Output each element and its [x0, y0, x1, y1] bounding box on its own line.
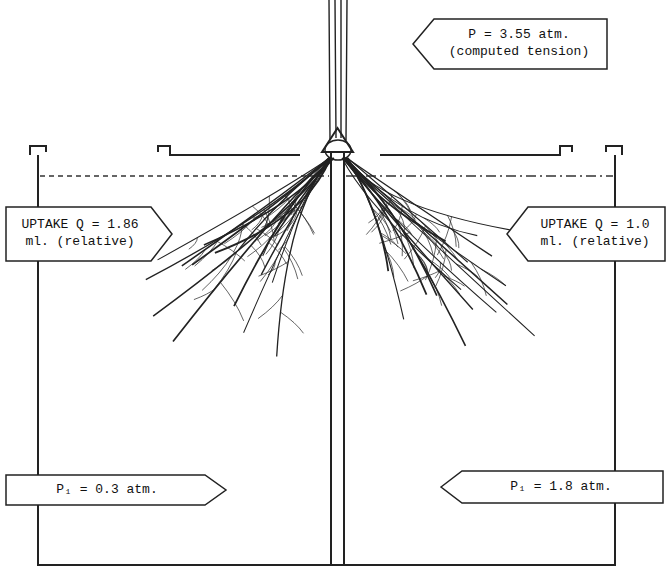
root — [277, 158, 332, 356]
root — [202, 256, 232, 291]
root — [259, 262, 289, 277]
root — [158, 158, 330, 260]
roots — [146, 158, 535, 356]
root — [269, 228, 287, 239]
root — [400, 276, 427, 291]
root — [404, 226, 425, 260]
root — [347, 158, 467, 262]
root — [431, 230, 458, 260]
root — [153, 158, 333, 316]
rim-hook — [30, 146, 46, 155]
root — [189, 238, 198, 250]
callout-label: UPTAKE Q = 1.86 ml. (relative) — [13, 217, 147, 251]
root — [381, 233, 399, 247]
divider — [331, 150, 344, 565]
water-level — [40, 175, 329, 177]
callout-arrow-box: P = 3.55 atm.(computed tension) — [412, 18, 608, 70]
stem — [325, 0, 351, 160]
root — [264, 210, 274, 242]
callout-text: P₁ = 0.3 atm. — [5, 474, 227, 506]
callout-shape — [6, 475, 226, 505]
root — [216, 241, 245, 262]
callout-arrow-box: UPTAKE Q = 1.86 ml. (relative) — [5, 206, 173, 262]
root — [269, 243, 287, 265]
lid-left — [158, 146, 300, 155]
callout-text: UPTAKE Q = 1.0 ml. (relative) — [506, 206, 666, 262]
callout-label: P₁ = 1.8 atm. — [466, 479, 656, 496]
root — [344, 158, 535, 336]
root — [393, 206, 402, 231]
rim-hook — [606, 146, 622, 155]
root — [285, 247, 302, 276]
root — [371, 213, 384, 233]
root — [195, 240, 219, 266]
root — [396, 192, 413, 219]
callout-label: (computed tension) — [438, 44, 600, 61]
root — [260, 208, 288, 230]
root — [342, 158, 426, 295]
root — [343, 158, 496, 312]
root — [437, 217, 451, 255]
root — [343, 158, 507, 304]
root — [278, 233, 290, 250]
callout-text: P₁ = 1.8 atm. — [440, 470, 664, 504]
root — [258, 295, 283, 318]
root — [268, 262, 275, 275]
root — [346, 158, 477, 236]
root — [182, 158, 329, 266]
callout-shape — [441, 471, 663, 503]
callout-shape — [507, 207, 665, 261]
root — [428, 259, 450, 278]
root — [443, 276, 465, 286]
root — [146, 158, 329, 280]
root — [347, 158, 492, 256]
callout-arrow-box: UPTAKE Q = 1.0 ml. (relative) — [506, 206, 666, 262]
callout-arrow-box: P₁ = 0.3 atm. — [5, 474, 227, 506]
root — [214, 252, 237, 290]
callout-label: P₁ = 0.3 atm. — [13, 482, 201, 499]
stem-lines — [329, 0, 347, 140]
root — [344, 158, 404, 319]
root — [420, 230, 438, 247]
root — [443, 251, 452, 270]
root — [371, 206, 391, 245]
root — [343, 158, 472, 309]
root — [292, 202, 313, 234]
stem-node — [325, 140, 351, 160]
callout-arrow-box: P₁ = 1.8 atm. — [440, 470, 664, 504]
root — [343, 158, 437, 296]
water-level — [346, 175, 613, 177]
callout-label: P = 3.55 atm. — [438, 27, 600, 44]
root — [242, 223, 261, 245]
root — [281, 312, 304, 333]
root — [345, 158, 466, 346]
root — [194, 289, 215, 300]
root — [272, 158, 328, 283]
root — [415, 252, 427, 272]
root — [220, 282, 243, 321]
callout-label: UPTAKE Q = 1.0 ml. (relative) — [532, 217, 658, 251]
root — [452, 230, 459, 249]
callout-text: P = 3.55 atm.(computed tension) — [412, 18, 608, 70]
root — [421, 222, 445, 254]
root — [279, 207, 302, 218]
callout-shape — [6, 207, 172, 261]
root — [244, 158, 333, 333]
callout-text: UPTAKE Q = 1.86 ml. (relative) — [5, 206, 173, 262]
root — [260, 244, 284, 282]
root — [261, 158, 329, 275]
root — [384, 249, 408, 281]
callout-shape — [413, 19, 607, 69]
lid-right — [380, 146, 572, 155]
